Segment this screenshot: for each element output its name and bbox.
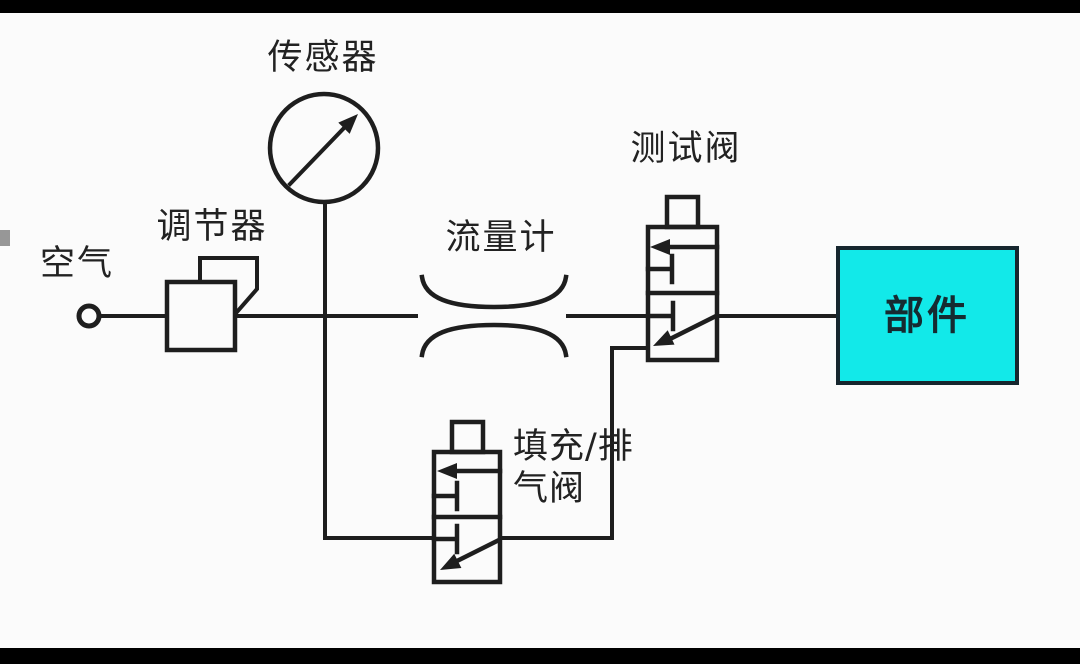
pipe-sensor-branch — [323, 201, 436, 540]
scan-artifact — [0, 230, 10, 246]
flow-arrow-icon — [437, 463, 457, 479]
letterbox-bar-top — [0, 0, 1080, 13]
label-regulator: 调节器 — [156, 207, 268, 247]
pipe-fillvalve-to-testvalve — [498, 346, 650, 540]
flow-meter-symbol — [419, 274, 569, 358]
label-fill-exhaust-line1: 填充/排 — [513, 427, 634, 467]
component-box — [836, 246, 1019, 385]
label-sensor: 传感器 — [267, 38, 379, 78]
label-test-valve: 测试阀 — [630, 129, 742, 169]
label-fill-exhaust-valve: 填充/排 气阀 — [513, 426, 634, 510]
test-valve-symbol — [645, 194, 720, 363]
letterbox-bar-bottom — [0, 648, 1080, 664]
fill-valve-pilot — [449, 419, 486, 455]
fill-exhaust-valve-symbol — [431, 419, 503, 585]
label-component: 部件 — [884, 292, 970, 339]
air-inlet-port-icon — [76, 303, 102, 329]
flow-arrow-icon — [650, 239, 670, 255]
gauge-needle-icon — [287, 125, 347, 187]
label-fill-exhaust-line2: 气阀 — [513, 469, 586, 509]
gauge-needle-arrowhead-icon — [338, 114, 358, 134]
exhaust-arrow-icon — [440, 553, 462, 570]
regulator-symbol — [164, 256, 259, 353]
exhaust-arrow-icon — [653, 330, 675, 346]
label-air: 空气 — [40, 244, 115, 284]
test-valve-pilot — [664, 194, 701, 230]
label-flow-meter: 流量计 — [445, 218, 557, 258]
sensor-gauge-icon — [267, 91, 381, 205]
